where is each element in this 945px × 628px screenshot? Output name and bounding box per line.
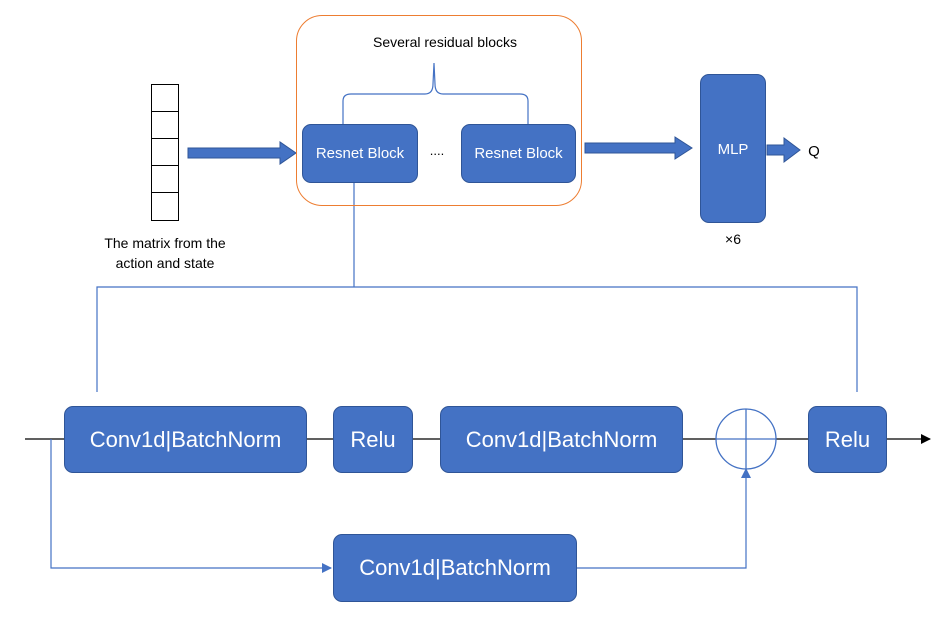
sum-node-circle-plus-icon [715, 408, 777, 470]
matrix-cell [152, 193, 178, 220]
resnet-block-1: Resnet Block [302, 124, 418, 183]
input-matrix-grid-icon [151, 84, 179, 221]
matrix-cell [152, 139, 178, 166]
relu-block-1: Relu [333, 406, 413, 473]
conv-batchnorm-block-1: Conv1d|BatchNorm [64, 406, 307, 473]
input-caption: The matrix from the action and state [85, 233, 245, 273]
shortcut-path-in [50, 439, 332, 573]
conv-batchnorm-block-2: Conv1d|BatchNorm [440, 406, 683, 473]
relu-block-2: Relu [808, 406, 887, 473]
q-output-label: Q [808, 143, 820, 160]
resnet-to-mlp-arrow-icon [584, 136, 693, 160]
container-label: Several residual blocks [373, 34, 517, 50]
mlp-block: MLP [700, 74, 766, 223]
mlp-repeat-label: ×6 [725, 231, 741, 247]
input-caption-line-1: The matrix from the [104, 235, 226, 251]
resnet-block-2: Resnet Block [461, 124, 576, 183]
residual-blocks-brace-icon [342, 62, 529, 125]
residual-blocks-container [296, 15, 582, 206]
input-to-resnet-arrow-icon [187, 141, 297, 165]
matrix-cell [152, 112, 178, 139]
matrix-cell [152, 85, 178, 112]
shortcut-conv-batchnorm-block: Conv1d|BatchNorm [333, 534, 577, 602]
resnet-ellipsis: .... [429, 143, 445, 158]
resnet-expansion-bracket [96, 183, 858, 392]
input-caption-line-2: action and state [115, 255, 215, 271]
matrix-cell [152, 166, 178, 193]
shortcut-path-out [577, 468, 751, 569]
mlp-to-q-arrow-icon [766, 137, 801, 163]
